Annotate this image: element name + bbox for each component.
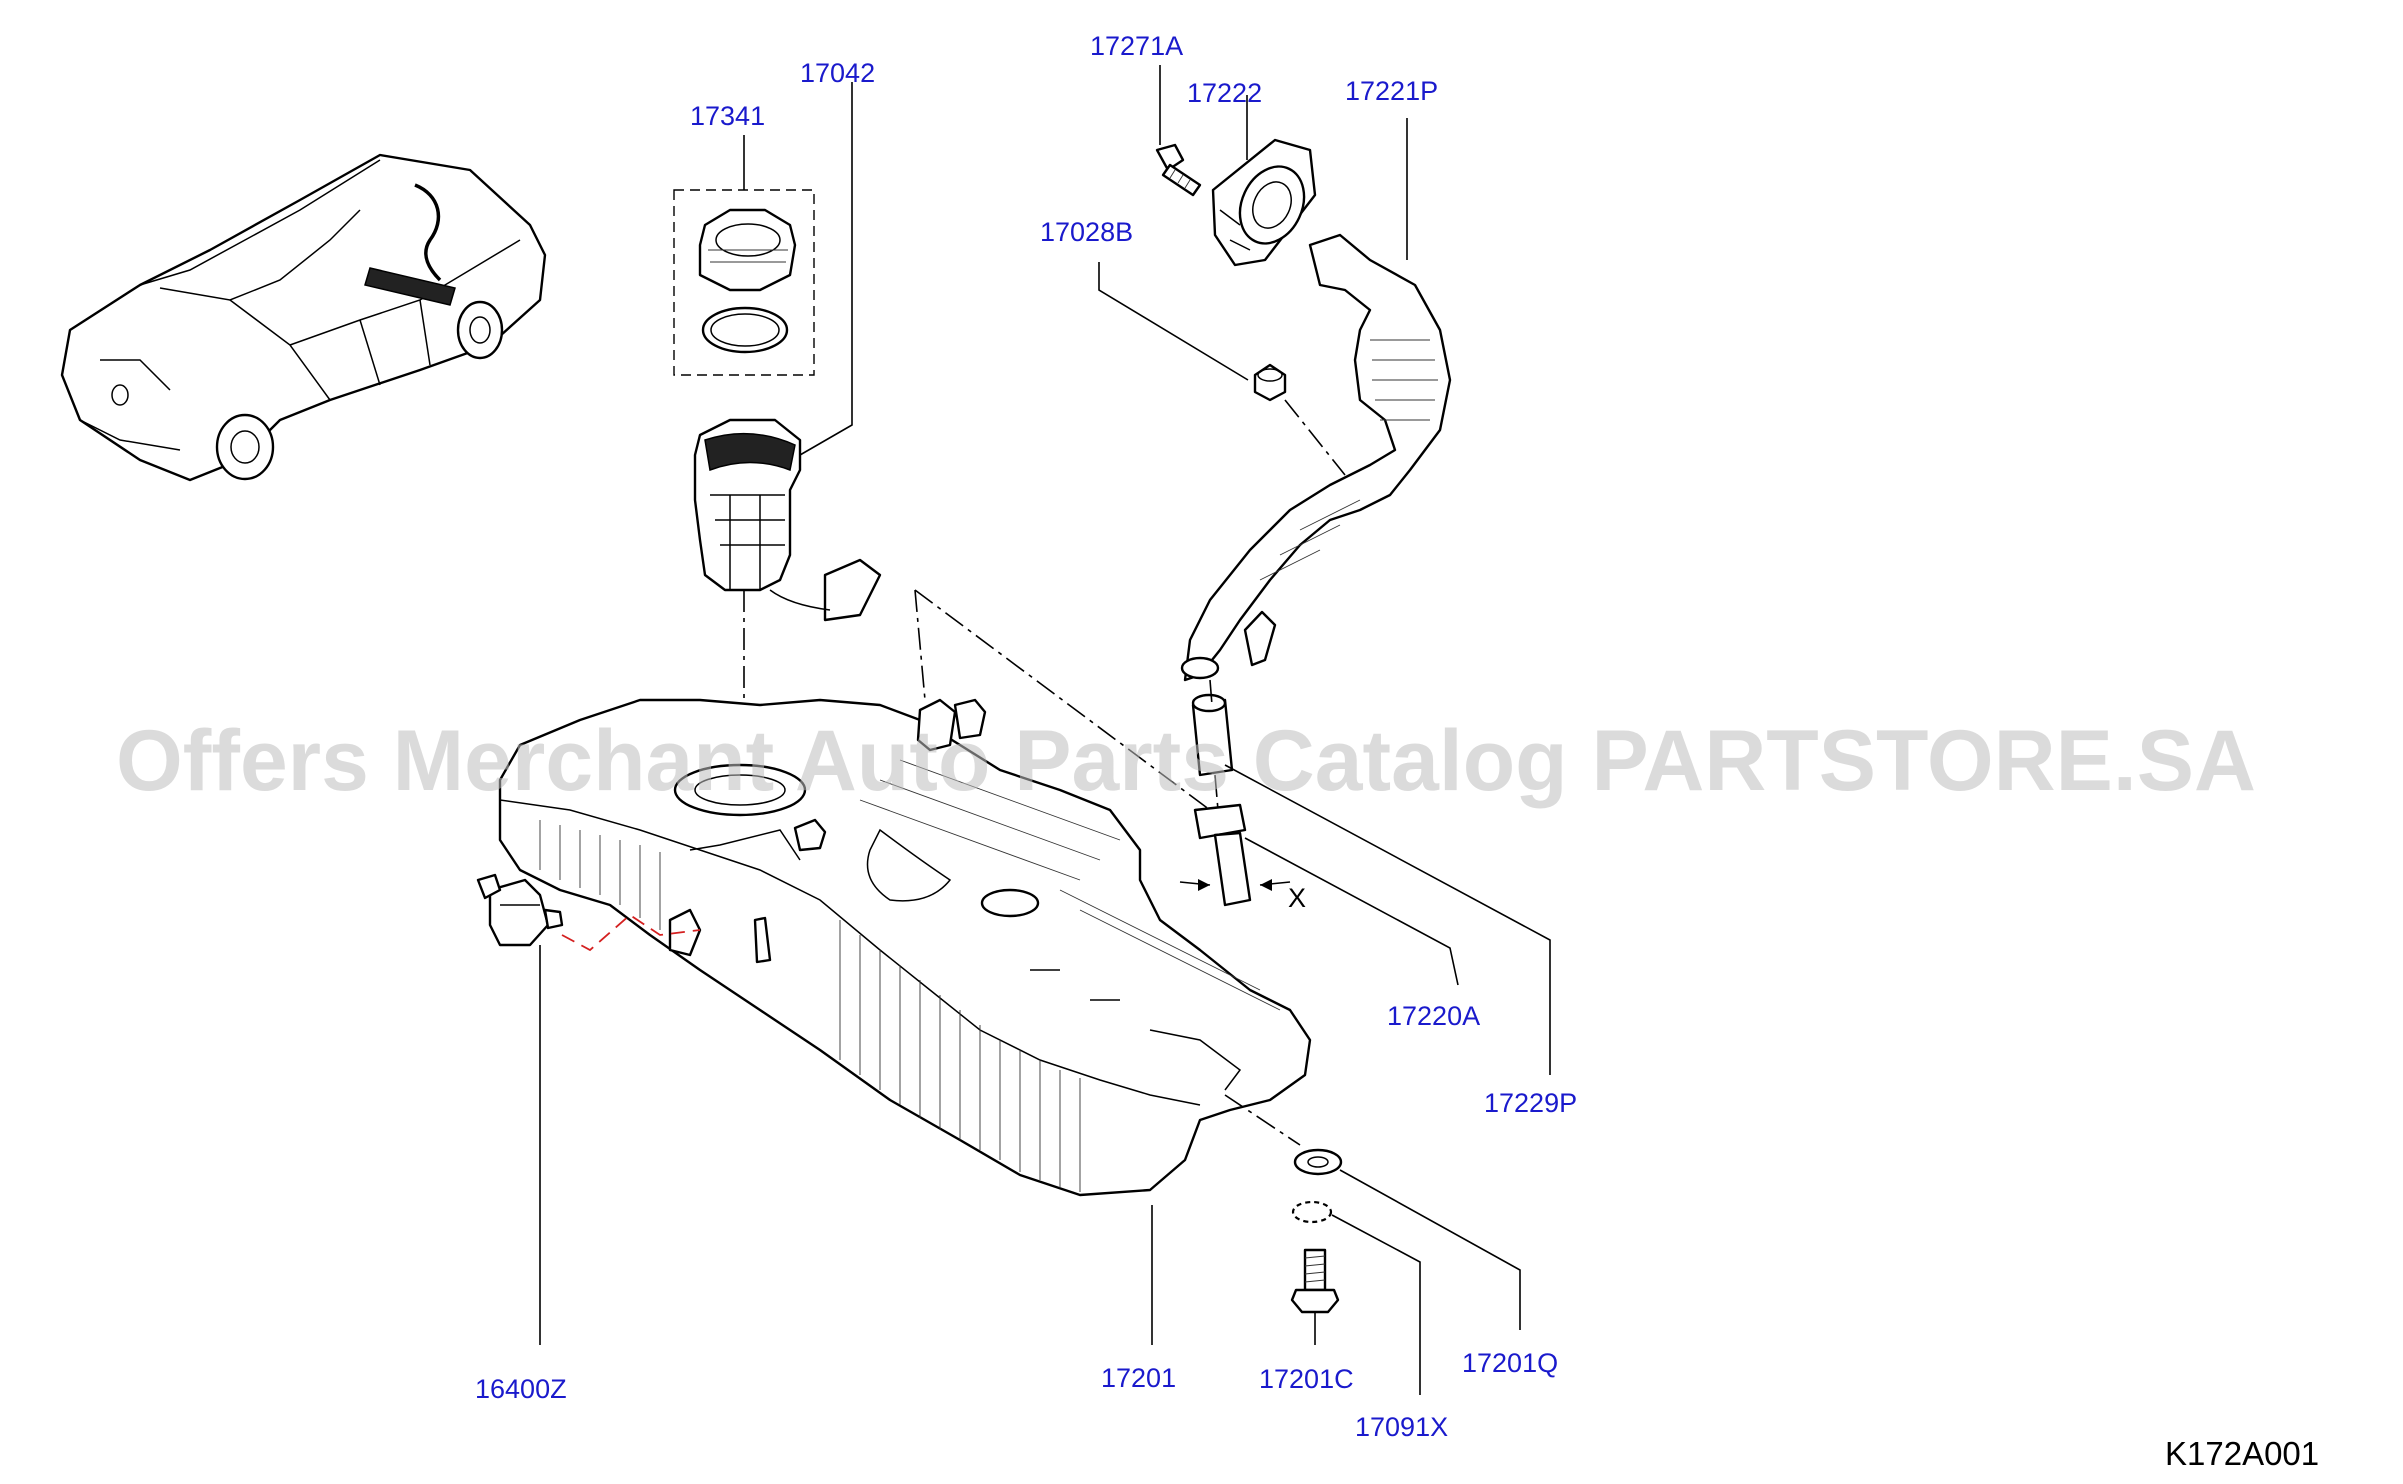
part-17221P-filler-pipe[interactable] <box>1180 233 1452 682</box>
vehicle-silhouette <box>60 153 547 482</box>
label-17201C[interactable]: 17201C <box>1259 1364 1354 1394</box>
part-17201-fuel-tank[interactable] <box>498 698 1312 1197</box>
catalog-watermark: Offers Merchant Auto Parts Catalog PARTS… <box>116 713 2256 809</box>
part-17229P-hose[interactable] <box>1191 693 1234 777</box>
label-17091X[interactable]: 17091X <box>1355 1412 1448 1442</box>
diagram-code: K172A001 <box>2165 1435 2319 1472</box>
part-17201Q-washer[interactable] <box>1293 1148 1343 1176</box>
part-17201C-bolt[interactable] <box>1290 1248 1340 1314</box>
label-17201[interactable]: 17201 <box>1101 1363 1176 1393</box>
label-17271A[interactable]: 17271A <box>1090 31 1183 61</box>
label-17220A[interactable]: 17220A <box>1387 1001 1480 1031</box>
label-17201Q[interactable]: 17201Q <box>1462 1348 1558 1378</box>
part-17222-filler-neck-cap[interactable] <box>1211 138 1317 267</box>
dimension-mark-x: X <box>1288 883 1306 913</box>
part-17091X-lock-washer[interactable] <box>1291 1200 1333 1224</box>
label-17221P[interactable]: 17221P <box>1345 76 1438 106</box>
part-17028B-clip[interactable] <box>1253 363 1287 402</box>
label-17341[interactable]: 17341 <box>690 101 765 131</box>
label-16400Z[interactable]: 16400Z <box>475 1374 567 1404</box>
label-17028B[interactable]: 17028B <box>1040 217 1133 247</box>
part-17341-lock-ring-assembly[interactable] <box>673 189 815 376</box>
part-16400Z-fuel-filter[interactable] <box>476 873 564 947</box>
label-17222[interactable]: 17222 <box>1187 78 1262 108</box>
label-17229P[interactable]: 17229P <box>1484 1088 1577 1118</box>
part-17271A-bolt[interactable] <box>1155 143 1202 197</box>
part-17220A-clamp[interactable] <box>1193 803 1252 907</box>
part-17042-fuel-pump[interactable] <box>693 418 882 622</box>
label-17042[interactable]: 17042 <box>800 58 875 88</box>
